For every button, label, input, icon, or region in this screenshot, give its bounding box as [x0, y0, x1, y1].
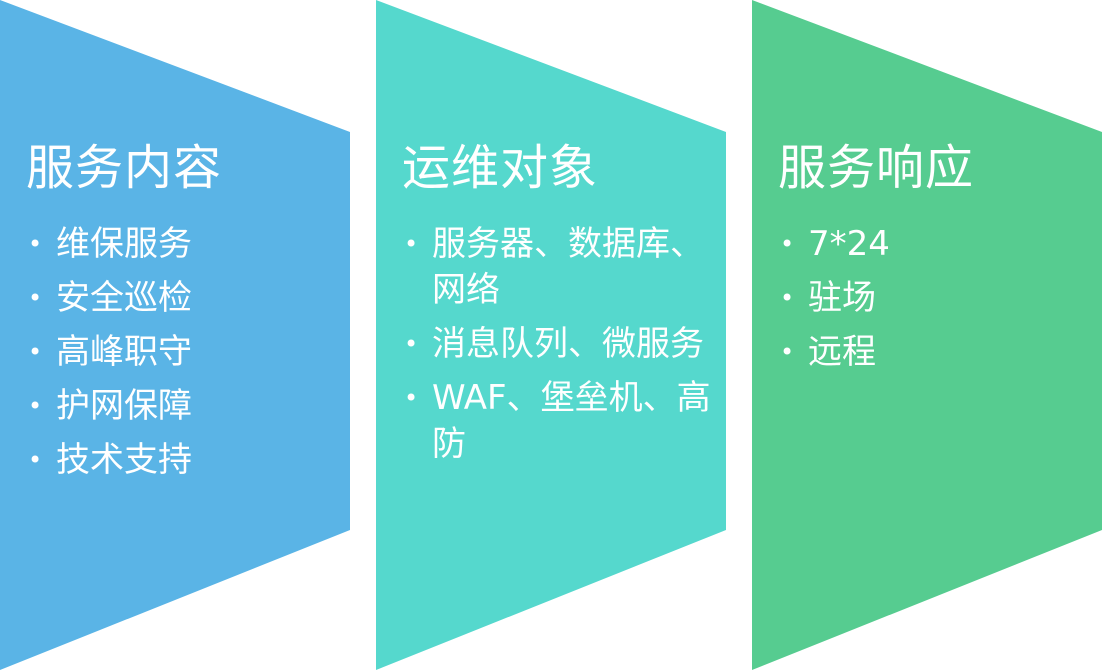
bullet-icon: • — [780, 230, 795, 258]
list-item: • 护网保障 — [28, 383, 328, 429]
bullet-icon: • — [28, 284, 43, 312]
bullet-icon: • — [780, 284, 795, 312]
bullet-icon: • — [28, 446, 43, 474]
item-text: 服务器、数据库、网络 — [432, 224, 704, 310]
panel-title: 运维对象 — [402, 140, 599, 196]
item-text: 远程 — [808, 332, 876, 372]
panel-title: 服务内容 — [26, 140, 223, 196]
bullet-icon: • — [28, 392, 43, 420]
item-text: 护网保障 — [56, 386, 192, 426]
item-text: 安全巡检 — [56, 278, 192, 318]
list-item: • 7*24 — [780, 221, 1080, 267]
list-item: • 高峰职守 — [28, 329, 328, 375]
item-text: 驻场 — [808, 278, 876, 318]
list-item: • 驻场 — [780, 275, 1080, 321]
bullet-icon: • — [28, 338, 43, 366]
bullet-icon: • — [28, 230, 43, 258]
item-list: • 7*24 • 驻场 • 远程 — [780, 221, 1080, 383]
bullet-icon: • — [780, 338, 795, 366]
item-text: WAF、堡垒机、高防 — [432, 378, 711, 464]
item-text: 7*24 — [808, 224, 890, 264]
panel-title: 服务响应 — [778, 140, 975, 196]
list-item: • 服务器、数据库、网络 — [404, 221, 720, 313]
item-text: 技术支持 — [56, 440, 192, 480]
panel-service-content: 服务内容 • 维保服务 • 安全巡检 • 高峰职守 • 护网保障 • 技术支持 — [0, 0, 352, 670]
chevron-shape-2 — [376, 0, 726, 670]
panel-service-response: 服务响应 • 7*24 • 驻场 • 远程 — [752, 0, 1104, 670]
list-item: • 消息队列、微服务 — [404, 321, 720, 367]
bullet-icon: • — [404, 330, 419, 358]
list-item: • 远程 — [780, 329, 1080, 375]
bullet-icon: • — [404, 384, 419, 412]
list-item: • 维保服务 — [28, 221, 328, 267]
item-text: 消息队列、微服务 — [432, 324, 704, 364]
item-list: • 服务器、数据库、网络 • 消息队列、微服务 • WAF、堡垒机、高防 — [404, 221, 720, 475]
panel-ops-targets: 运维对象 • 服务器、数据库、网络 • 消息队列、微服务 • WAF、堡垒机、高防 — [376, 0, 728, 670]
list-item: • 技术支持 — [28, 437, 328, 483]
item-text: 维保服务 — [56, 224, 192, 264]
chevron-shape-1 — [0, 0, 350, 670]
item-text: 高峰职守 — [56, 332, 192, 372]
chevron-shape-3 — [752, 0, 1102, 670]
list-item: • WAF、堡垒机、高防 — [404, 375, 720, 467]
bullet-icon: • — [404, 230, 419, 258]
item-list: • 维保服务 • 安全巡检 • 高峰职守 • 护网保障 • 技术支持 — [28, 221, 328, 491]
list-item: • 安全巡检 — [28, 275, 328, 321]
